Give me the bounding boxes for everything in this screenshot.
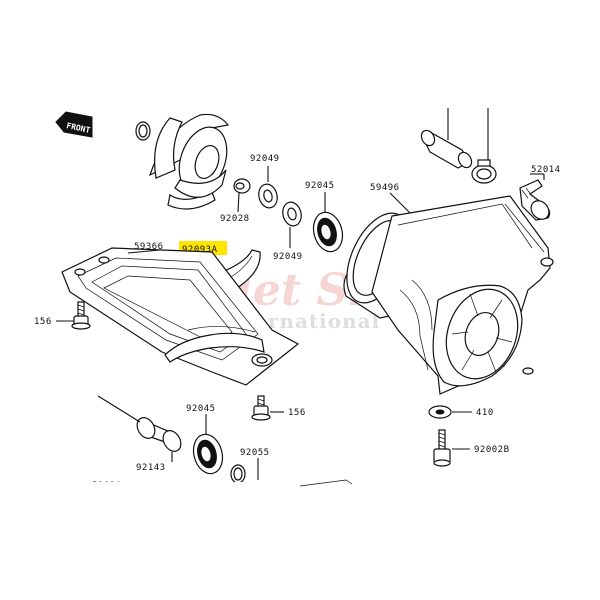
bolt-156-bottom-part [251, 395, 271, 421]
washer-410-part [428, 405, 452, 419]
label-92045-top: 92045 [305, 181, 335, 191]
label-92093A: 92093A [182, 245, 218, 255]
spacer-92028-part [233, 178, 251, 194]
label-92049-top: 92049 [250, 154, 280, 164]
washer-92049-mid-part [282, 201, 302, 227]
o-ring-top-part [135, 121, 151, 141]
pump-plate-59366-part [61, 247, 300, 386]
front-direction-arrow: FRONT [55, 111, 93, 138]
label-92143: 92143 [136, 463, 166, 473]
label-92028: 92028 [220, 214, 250, 224]
label-410: 410 [476, 408, 494, 418]
label-59366: 59366 [134, 242, 164, 252]
impeller-part [148, 113, 230, 210]
label-156-left: 156 [34, 317, 52, 327]
label-92002B: 92002B [474, 445, 510, 455]
elbow-fitting-52014-part [519, 179, 551, 221]
hose-top-part [420, 129, 473, 169]
bolt-92002B-part [433, 429, 451, 467]
o-ring-92055-part [230, 464, 246, 484]
label-92055: 92055 [240, 448, 270, 458]
label-59496: 59496 [370, 183, 400, 193]
label-92049-mid: 92049 [273, 252, 303, 262]
bottom-whitespace [0, 482, 600, 600]
pump-housing-59496-part [343, 195, 554, 395]
bearing-92045-top-part [312, 211, 344, 253]
label-52014: 52014 [531, 165, 561, 175]
label-92045-bottom: 92045 [186, 404, 216, 414]
bearing-92045-bottom-part [192, 433, 224, 475]
sleeve-92143-part [136, 417, 182, 452]
washer-92049-top-part [258, 183, 278, 209]
bolt-156-left-part [71, 301, 91, 330]
bottom-fragment-line [299, 479, 353, 487]
hose-clamp-part [471, 159, 497, 184]
label-156-bottom: 156 [288, 408, 306, 418]
